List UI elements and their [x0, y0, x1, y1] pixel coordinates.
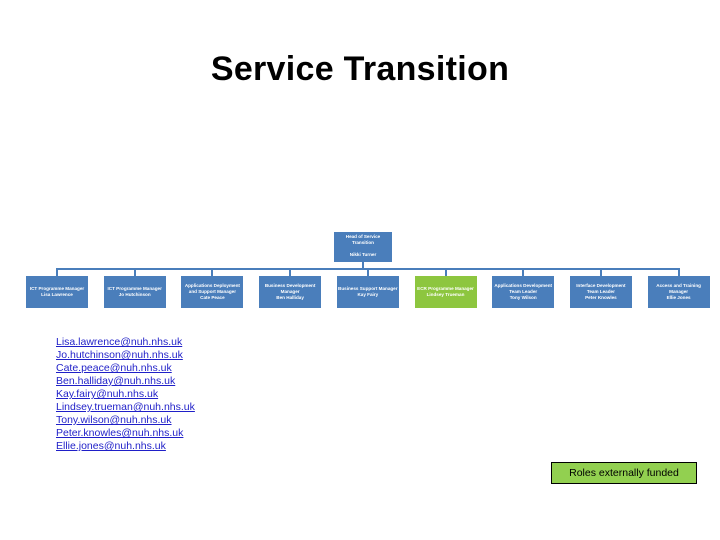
email-link[interactable]: Peter.knowles@nuh.nhs.uk: [56, 427, 184, 439]
legend-label: Roles externally funded: [569, 467, 679, 479]
org-node-title: Interface Development Team Leader: [576, 282, 626, 294]
org-node-name: Ben Halliday: [276, 295, 304, 301]
org-connector-vertical: [599, 268, 602, 276]
org-node-root[interactable]: Head of Service Transition Nikki Turner: [334, 232, 392, 262]
org-node-name: Jo Hutchinson: [118, 292, 151, 297]
email-link[interactable]: Tony.wilson@nuh.nhs.uk: [56, 414, 172, 426]
org-node-title: ECR Programme Manager: [417, 285, 474, 291]
org-connector-vertical: [366, 268, 369, 276]
org-connector-vertical: [444, 268, 447, 276]
org-connector-horizontal: [56, 268, 680, 270]
email-link[interactable]: Ben.halliday@nuh.nhs.uk: [56, 375, 176, 387]
org-node-name: Lisa Lawrence: [41, 292, 73, 297]
legend-externally-funded: Roles externally funded: [551, 462, 697, 484]
org-node-name: Cate Peace: [200, 295, 225, 301]
org-node-title: Applications Deployment and Support Mana…: [184, 282, 240, 294]
page-title: Service Transition: [210, 50, 510, 88]
org-connector-root-stem: [362, 262, 364, 270]
org-node-name: Nikki Turner: [349, 251, 377, 257]
org-node-name: Kay Fairy: [357, 292, 379, 297]
org-connector-vertical: [677, 268, 680, 276]
org-node-title: Head of Service Transition: [345, 234, 381, 246]
org-connector-vertical: [211, 268, 214, 276]
org-node-name: Peter Knowles: [585, 295, 617, 301]
org-node-title: Access and Training Manager: [656, 282, 701, 294]
org-node-title: Business Support Manager: [338, 285, 398, 291]
org-connector-vertical: [133, 268, 136, 276]
email-link[interactable]: Lisa.lawrence@nuh.nhs.uk: [56, 336, 183, 348]
org-node-name: Ellie Jones: [666, 295, 691, 301]
org-connector-vertical: [289, 268, 292, 276]
email-link[interactable]: Cate.peace@nuh.nhs.uk: [56, 362, 172, 374]
email-link[interactable]: Kay.fairy@nuh.nhs.uk: [56, 388, 159, 400]
email-link[interactable]: Jo.hutchinson@nuh.nhs.uk: [56, 349, 183, 361]
email-link[interactable]: Lindsey.trueman@nuh.nhs.uk: [56, 401, 195, 413]
email-link[interactable]: Ellie.jones@nuh.nhs.uk: [56, 440, 166, 452]
org-node-title: Applications Development Team Leader: [494, 282, 553, 294]
org-connector-vertical: [522, 268, 525, 276]
org-node-name: Tony Wilson: [509, 295, 537, 301]
org-node-name: Lindsey Trueman: [426, 292, 465, 297]
org-node-title: ICT Programme Manager: [107, 285, 162, 291]
org-node-child[interactable]: Applications Deployment and Support Mana…: [181, 276, 244, 308]
org-node-title: ICT Programme Manager: [29, 285, 85, 291]
org-node-title: Business Development Manager: [264, 282, 316, 294]
org-connector-vertical: [56, 268, 58, 276]
